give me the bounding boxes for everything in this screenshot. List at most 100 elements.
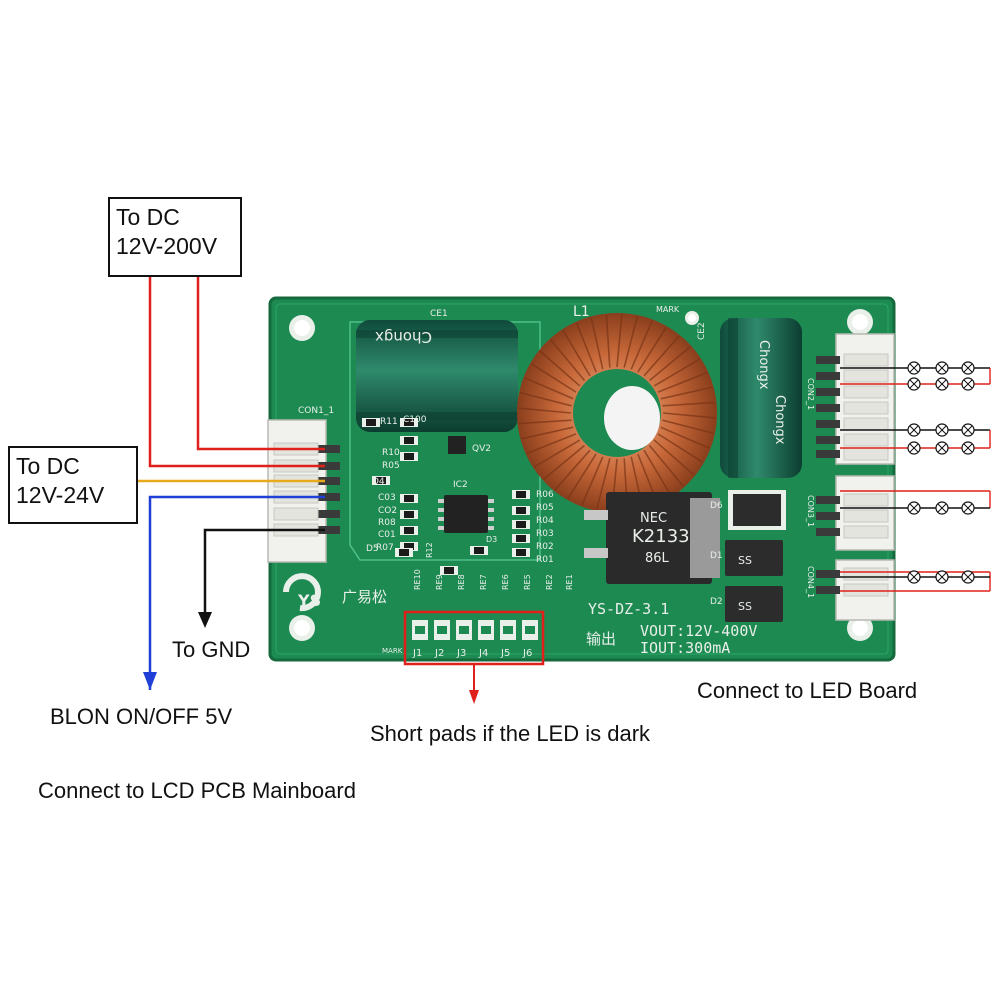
label-l1: L1 xyxy=(573,304,590,320)
svg-text:Chongx: Chongx xyxy=(772,395,787,445)
jumper-gap xyxy=(459,626,469,634)
con-out-slot xyxy=(843,509,889,523)
wire-red-1 xyxy=(148,276,325,468)
con-out-slot xyxy=(843,353,889,367)
ic-pin xyxy=(488,499,494,503)
coil-turn xyxy=(518,419,572,425)
silk-label-re: RE10 xyxy=(413,569,422,590)
ic-pin xyxy=(488,517,494,521)
smd-body xyxy=(404,527,414,534)
wires xyxy=(138,276,479,704)
svg-text:Chongx: Chongx xyxy=(375,328,432,346)
con-out-pin xyxy=(816,528,840,536)
jumper-label: J4 xyxy=(478,648,488,659)
con-out-slot xyxy=(843,493,889,507)
silk-label-diode: D2 xyxy=(710,597,723,607)
coil-turn xyxy=(662,412,716,419)
inductor-l1 xyxy=(517,313,717,513)
label-box-dc-low: To DC 12V-24V xyxy=(8,446,138,524)
led-symbol-cross xyxy=(963,572,973,582)
jumper-gap xyxy=(481,626,491,634)
coil-turn xyxy=(543,444,585,481)
silk-label-diode: D6 xyxy=(710,501,723,511)
coil-turn xyxy=(526,433,577,455)
connector-con1 xyxy=(267,419,340,563)
coil-turn xyxy=(521,426,574,440)
con-out-pin xyxy=(816,512,840,520)
diode-d6 xyxy=(728,490,786,530)
silk-label-re: RE9 xyxy=(435,574,444,590)
led-symbol-cross xyxy=(963,503,973,513)
jumper-gap xyxy=(503,626,513,634)
label-led-board: Connect to LED Board xyxy=(697,678,918,703)
silk-label-diode: D1 xyxy=(710,551,723,561)
brand-logo: YS 广易松 xyxy=(283,573,387,612)
con1-pin xyxy=(318,445,340,453)
coil-turn xyxy=(616,314,623,368)
led-symbol-cross xyxy=(937,425,947,435)
smd-body xyxy=(516,507,526,514)
smd-body xyxy=(516,535,526,542)
led-symbol-cross xyxy=(937,503,947,513)
smd-body xyxy=(404,543,414,550)
led-symbol-cross xyxy=(909,379,919,389)
led-symbol-cross xyxy=(909,443,919,453)
smd-body xyxy=(516,549,526,556)
con1-pin xyxy=(318,510,340,518)
smd-body xyxy=(516,521,526,528)
coil-turn xyxy=(554,449,591,491)
con1-pin xyxy=(318,477,340,485)
coil-turn xyxy=(605,314,611,368)
con-out-pin xyxy=(816,356,840,364)
coil-turn xyxy=(567,453,597,500)
con-out-pin xyxy=(816,570,840,578)
svg-text:86L: 86L xyxy=(645,551,670,566)
coil-turn xyxy=(519,391,572,407)
wire-blue xyxy=(148,495,325,690)
coil-turn xyxy=(637,326,667,373)
con-out-pin xyxy=(816,450,840,458)
led-symbol-cross xyxy=(937,572,947,582)
label-blon: BLON ON/OFF 5V xyxy=(50,704,233,729)
coil-turn xyxy=(653,358,701,387)
con-out-pin xyxy=(816,404,840,412)
coil-turn xyxy=(657,433,704,463)
brand-name: 广易松 xyxy=(342,588,387,606)
silk-label-re: RE5 xyxy=(523,574,532,590)
silk-label-right: R04 xyxy=(536,516,554,526)
silk-label-left: CO2 xyxy=(378,506,397,516)
coil-turn xyxy=(539,350,581,387)
label-con2: CON2_1 xyxy=(806,378,815,410)
label-mark: MARK xyxy=(656,305,680,314)
con-out-pin xyxy=(816,388,840,396)
label-short-pads: Short pads if the LED is dark xyxy=(370,721,651,746)
led-symbol-cross xyxy=(937,363,947,373)
coil-turn xyxy=(530,363,577,393)
silk-label-left: R08 xyxy=(378,518,396,528)
silk-label-misc: R12 xyxy=(425,542,434,558)
ic2-chip xyxy=(438,495,494,533)
jumper-gap xyxy=(437,626,447,634)
smd-body xyxy=(516,491,526,498)
led-symbol-cross xyxy=(937,379,947,389)
led-symbol-cross xyxy=(909,363,919,373)
coil-turn xyxy=(590,317,604,370)
coil-turn xyxy=(581,456,604,506)
jumper-label: J5 xyxy=(500,648,510,659)
svg-text:NEC: NEC xyxy=(640,511,667,526)
led-symbol-cross xyxy=(909,503,919,513)
coil-turn xyxy=(533,439,581,468)
coil-turn xyxy=(518,407,572,414)
con-out-slot xyxy=(843,583,889,597)
capacitor-ce2: Chongx Chongx xyxy=(720,318,802,478)
ic-pin xyxy=(438,499,444,503)
smd-body xyxy=(444,567,454,574)
silk-label-re: RE7 xyxy=(479,574,488,590)
led-symbol-cross xyxy=(937,443,947,453)
led-symbol-cross xyxy=(963,363,973,373)
svg-text:SS: SS xyxy=(738,554,752,567)
silk-label-left: R10 xyxy=(382,448,400,458)
capacitor-ce1: Chongx xyxy=(356,320,518,432)
